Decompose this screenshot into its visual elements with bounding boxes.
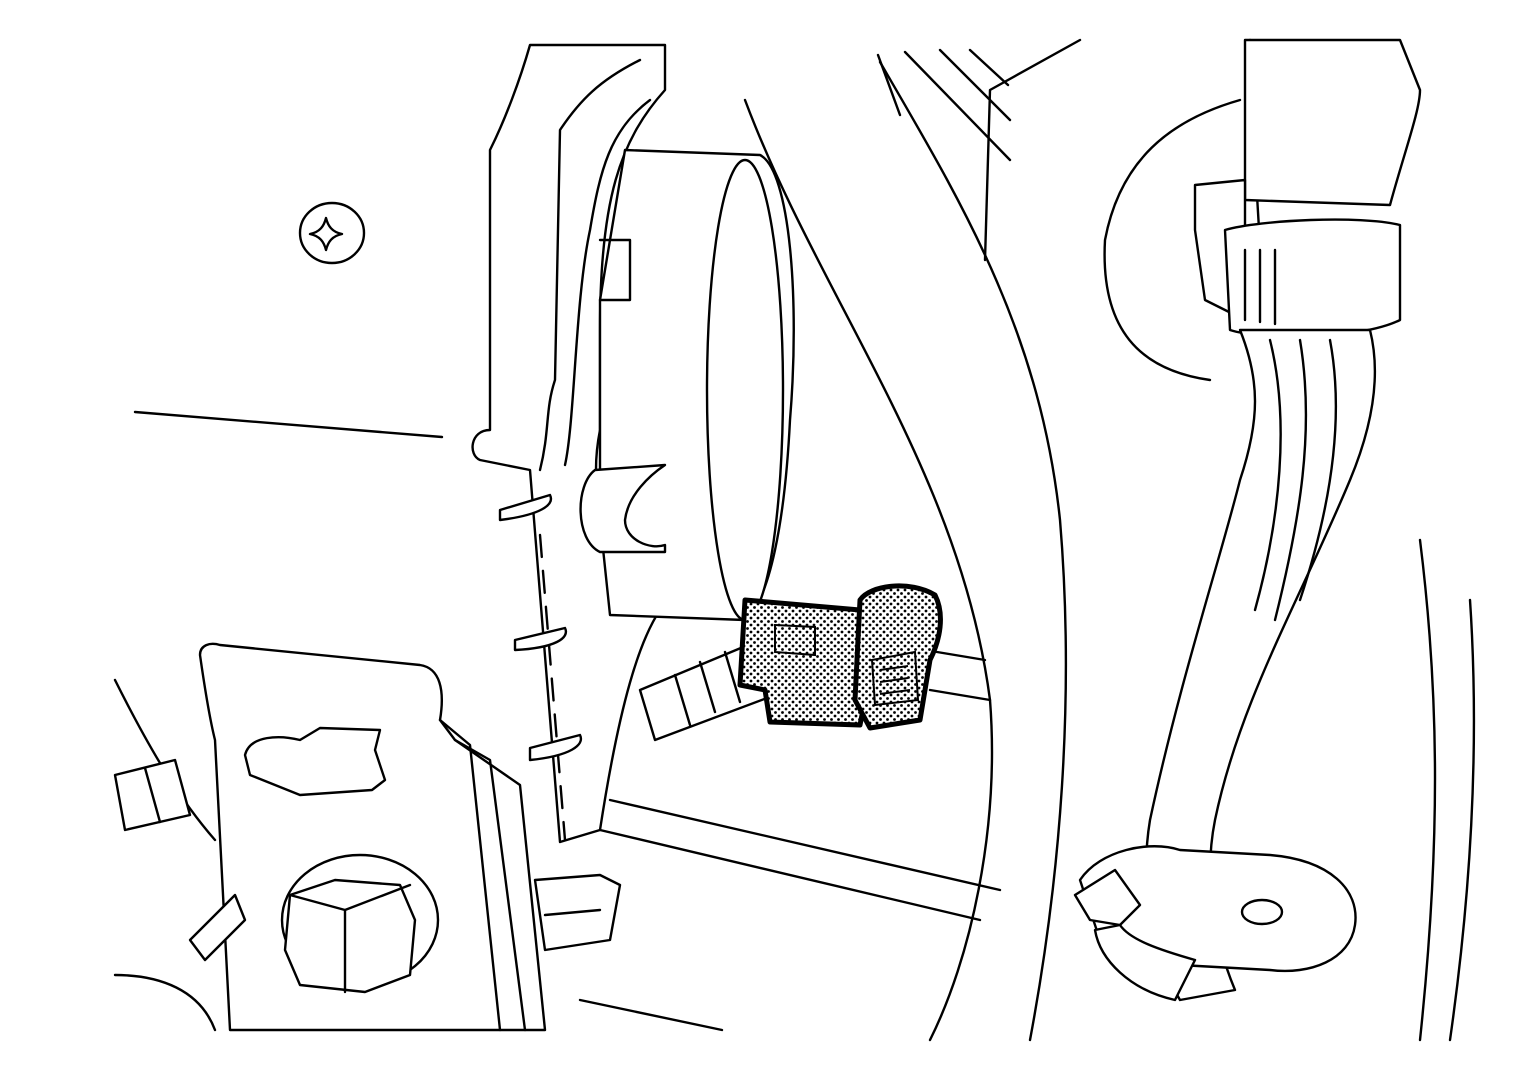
- front-bracket: [198, 642, 547, 1032]
- cylindrical-housing: [579, 148, 795, 622]
- screw-head: [298, 201, 366, 265]
- electrical-connector: [737, 583, 943, 731]
- lower-tab: [533, 873, 622, 952]
- mounting-bracket-panel: [471, 43, 667, 844]
- wiring-harness: [1073, 38, 1422, 1002]
- left-pipe: [113, 758, 247, 962]
